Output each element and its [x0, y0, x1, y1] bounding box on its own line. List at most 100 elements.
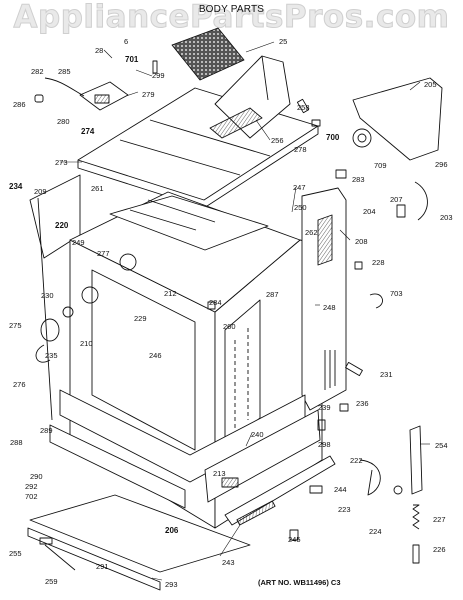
part-label-275: 275: [9, 321, 22, 330]
part-label-250: 250: [294, 203, 307, 212]
clip-284: [207, 301, 216, 310]
part-label-205: 205: [424, 80, 437, 89]
clip-700: [311, 119, 321, 127]
rear-panel: [352, 77, 443, 161]
clip-228: [354, 261, 363, 270]
inner-top-liner: [109, 195, 269, 251]
leveler-245: [289, 529, 299, 541]
bracket-231: [345, 361, 363, 377]
part-label-287: 287: [266, 290, 279, 299]
part-label-204: 204: [363, 207, 376, 216]
part-label-260: 260: [223, 322, 236, 331]
part-label-703: 703: [390, 289, 403, 298]
pin-226: [412, 544, 420, 564]
part-label-284: 284: [209, 298, 222, 307]
part-label-285: 285: [58, 67, 71, 76]
part-label-239: 239: [318, 403, 331, 412]
kick-plate: [224, 455, 336, 526]
part-label-282: 282: [31, 67, 44, 76]
leader-lines: [60, 41, 430, 581]
light-277: [119, 253, 137, 271]
part-label-228: 228: [372, 258, 385, 267]
part-label-258: 258: [297, 103, 310, 112]
part-label-274: 274: [81, 127, 95, 136]
part-label-222: 222: [350, 456, 363, 465]
part-label-220: 220: [55, 221, 69, 230]
vent-mesh: [171, 27, 245, 81]
part-label-209: 209: [34, 187, 47, 196]
part-label-229: 229: [134, 314, 147, 323]
part-label-245: 245: [288, 535, 301, 544]
part-label-227: 227: [433, 515, 446, 524]
screw-299: [152, 60, 158, 74]
part-label-280: 280: [57, 117, 70, 126]
spring-227: [412, 504, 420, 530]
cooktop-ridge-2: [149, 119, 271, 157]
part-label-700: 700: [326, 133, 340, 142]
part-label-298: 298: [318, 440, 331, 449]
part-label-6: 6: [124, 37, 128, 46]
part-label-299: 299: [152, 71, 165, 80]
part-label-273: 273: [55, 158, 68, 167]
watermark-text: AppliancePartsPros.com: [13, 0, 450, 35]
bottom-plate-293: [27, 527, 161, 591]
part-label-292: 292: [25, 482, 38, 491]
clip-283: [335, 169, 347, 179]
part-label-246: 246: [149, 351, 162, 360]
part-label-208: 208: [355, 237, 368, 246]
burner-230: [62, 306, 74, 318]
door-hinge-222: [359, 459, 381, 496]
part-label-207: 207: [390, 195, 403, 204]
harness-203: [414, 181, 428, 221]
part-label-702: 702: [25, 492, 38, 501]
broiler-drawer: [49, 424, 186, 509]
part-298: [317, 419, 326, 431]
fan-ring-709: [352, 128, 372, 148]
part-label-262: 262: [305, 228, 318, 237]
terminal-207: [396, 204, 406, 218]
part-label-234: 234: [9, 182, 23, 191]
part-label-231: 231: [380, 370, 393, 379]
grommet-229: [81, 286, 99, 304]
leg-255: [39, 537, 53, 545]
part-label-235: 235: [45, 351, 58, 360]
part-label-248: 248: [323, 303, 336, 312]
knob-286: [34, 94, 44, 103]
clip-703: [369, 293, 383, 309]
wire-276: [35, 344, 51, 363]
diagram-title: BODY PARTS: [198, 4, 265, 15]
oven-cavity: [91, 269, 196, 451]
part-label-249: 249: [72, 238, 85, 247]
part-label-709: 709: [374, 161, 387, 170]
part-label-28: 28: [95, 46, 103, 55]
part-label-277: 277: [97, 249, 110, 258]
part-label-289: 289: [40, 426, 53, 435]
part-label-203: 203: [440, 213, 453, 222]
part-label-244: 244: [334, 485, 347, 494]
part-label-288: 288: [10, 438, 23, 447]
clip-236: [339, 403, 349, 412]
part-label-236: 236: [356, 399, 369, 408]
cooktop-ridge-1: [119, 139, 241, 176]
part-label-291: 291: [96, 562, 109, 571]
part-label-261: 261: [91, 184, 104, 193]
part-label-240: 240: [251, 430, 264, 439]
part-label-296: 296: [435, 160, 448, 169]
part-label-259: 259: [45, 577, 58, 586]
part-label-256: 256: [271, 136, 284, 145]
part-label-25: 25: [279, 37, 287, 46]
art-number: (ART NO. WB11496) C3: [258, 578, 341, 587]
gas-tube-285: [44, 77, 85, 97]
knob-275: [40, 318, 60, 342]
part-label-223: 223: [338, 505, 351, 514]
part-label-212: 212: [164, 289, 177, 298]
part-label-255: 255: [9, 549, 22, 558]
bottom-panel-291: [29, 494, 251, 573]
part-label-206: 206: [165, 526, 179, 535]
part-label-213: 213: [213, 469, 226, 478]
part-label-279: 279: [142, 90, 155, 99]
part-label-701: 701: [125, 55, 139, 64]
part-label-254: 254: [435, 441, 448, 450]
part-label-230: 230: [41, 291, 54, 300]
